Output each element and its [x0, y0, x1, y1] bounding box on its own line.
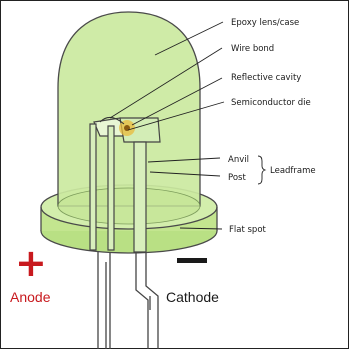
label-anode: Anode: [10, 289, 51, 305]
post-right: [108, 126, 114, 250]
epoxy-dome: [58, 12, 200, 206]
label-post: Post: [228, 173, 246, 183]
leadframe-brace: [258, 156, 265, 184]
leads: [98, 248, 158, 349]
label-leadframe: Leadframe: [270, 166, 316, 176]
label-anvil: Anvil: [228, 155, 249, 165]
anode-plus-sign: +: [15, 241, 47, 285]
anode-lead: [98, 248, 110, 349]
label-cathode: Cathode: [166, 289, 219, 305]
label-semiconductor-die: Semiconductor die: [231, 98, 311, 108]
label-wire-bond: Wire bond: [231, 44, 274, 54]
cathode-lead: [136, 250, 158, 349]
label-epoxy-lens: Epoxy lens/case: [231, 18, 299, 28]
label-flat-spot: Flat spot: [229, 225, 267, 235]
label-reflective-cavity: Reflective cavity: [231, 73, 301, 83]
cathode-minus-bar: [177, 258, 207, 263]
post-left: [90, 124, 96, 250]
cathode-post: [134, 142, 146, 252]
